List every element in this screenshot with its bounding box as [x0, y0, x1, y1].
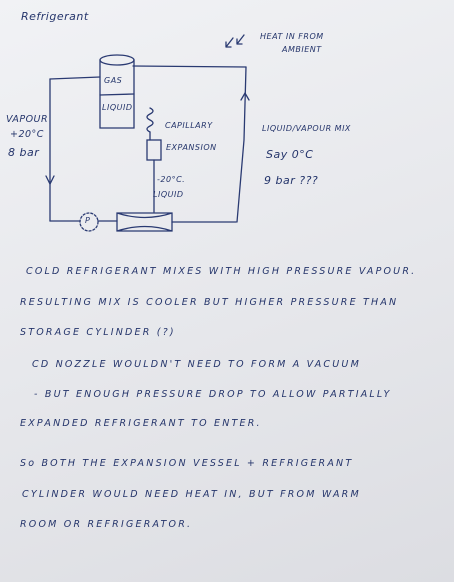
- flow-arrow-left: [45, 175, 55, 186]
- mix-label: LIQUID/VAPOUR MIX: [262, 124, 351, 133]
- loop-top-right-pipe: [132, 65, 247, 68]
- vapour-temp-label: +20°C: [10, 129, 44, 140]
- capillary-coil: [146, 107, 154, 133]
- note-line-7: So BOTH THE EXPANSION VESSEL + REFRIGERA…: [20, 458, 354, 469]
- heat-label-line1: HEAT IN FROM: [260, 32, 324, 41]
- capillary-label: CAPILLARY: [165, 121, 213, 130]
- mix-temp-label: Say 0°C: [266, 148, 314, 161]
- expansion-label: EXPANSION: [166, 143, 217, 152]
- heat-arrow-1: [225, 37, 234, 48]
- note-line-9: ROOM OR REFRIGERATOR.: [20, 519, 193, 530]
- vapour-pressure-label: 8 bar: [8, 146, 40, 159]
- liquid-label: LIQUID: [153, 190, 184, 199]
- cd-nozzle: [116, 212, 173, 232]
- note-line-1: COLD REFRIGERANT MIXES WITH HIGH PRESSUR…: [26, 266, 417, 277]
- flow-arrow-right: [240, 91, 250, 101]
- page-title: Refrigerant: [21, 10, 89, 23]
- liquid-temp-label: -20°C.: [157, 175, 186, 184]
- vapour-label: VAPOUR: [6, 114, 49, 125]
- tank-liquid-label: LIQUID: [102, 103, 133, 112]
- note-line-6: EXPANDED REFRIGERANT TO ENTER.: [20, 418, 262, 429]
- loop-top-pipe: [49, 76, 101, 80]
- loop-right-pipe: [236, 66, 247, 223]
- expansion-vessel: [146, 139, 162, 161]
- heat-label-line2: AMBIENT: [282, 45, 322, 54]
- note-line-2: RESULTING MIX IS COOLER BUT HIGHER PRESS…: [20, 297, 399, 308]
- note-line-8: CYLINDER WOULD NEED HEAT IN, BUT FROM WA…: [22, 489, 361, 500]
- note-line-4: CD NOZZLE WOULDN'T NEED TO FORM A VACUUM: [32, 359, 361, 370]
- pump-circle: [79, 212, 99, 232]
- tank-liquid-level: [99, 93, 135, 96]
- tank-gas-label: GAS: [104, 76, 123, 85]
- mix-pressure-label: 9 bar ???: [264, 174, 319, 187]
- storage-tank-top: [99, 54, 135, 66]
- pump-label: P: [85, 216, 91, 225]
- note-line-3: STORAGE CYLINDER (?): [20, 327, 176, 338]
- heat-arrow-2: [236, 34, 245, 45]
- note-line-5: - BUT ENOUGH PRESSURE DROP TO ALLOW PART…: [34, 389, 392, 400]
